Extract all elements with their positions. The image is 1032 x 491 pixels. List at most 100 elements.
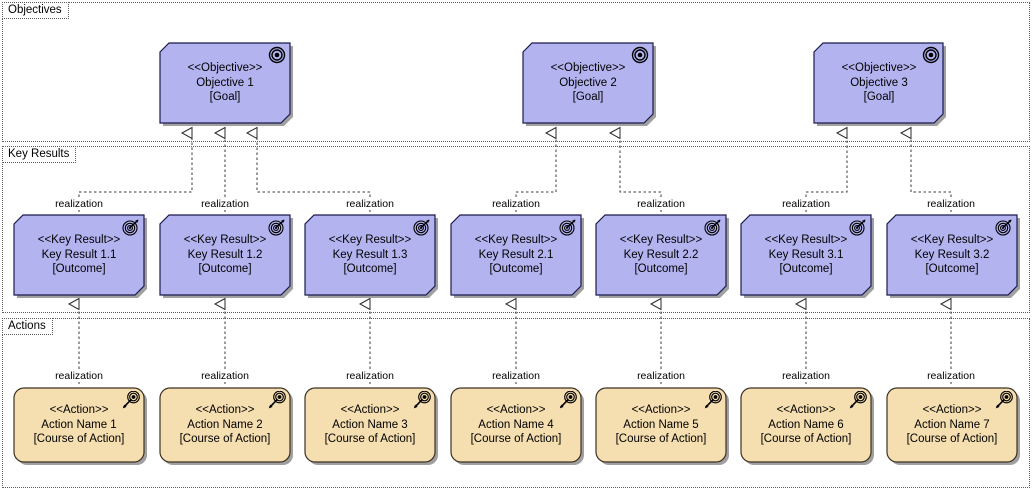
outcome-target-arrow-icon: [559, 218, 577, 236]
objective-stereotype: <<Objective>>: [841, 62, 917, 75]
objective-node-2[interactable]: <<Objective>> Objective 2 [Goal]: [523, 43, 653, 123]
key-result-type-label: [Outcome]: [343, 263, 397, 276]
edge-label-kr-2: realization: [199, 198, 251, 210]
target-icon: [268, 46, 286, 64]
course-of-action-icon: [268, 390, 286, 409]
key-result-stereotype: <<Key Result>>: [37, 234, 121, 247]
action-node-1[interactable]: <<Action>> Action Name 1 [Course of Acti…: [14, 388, 144, 462]
key-result-stereotype: <<Key Result>>: [183, 234, 267, 247]
action-node-5[interactable]: <<Action>> Action Name 5 [Course of Acti…: [596, 388, 726, 462]
action-node-4[interactable]: <<Action>> Action Name 4 [Course of Acti…: [451, 388, 581, 462]
action-node-7[interactable]: <<Action>> Action Name 7 [Course of Acti…: [887, 388, 1017, 462]
action-node-2[interactable]: <<Action>> Action Name 2 [Course of Acti…: [160, 388, 290, 462]
action-node-3[interactable]: <<Action>> Action Name 3 [Course of Acti…: [305, 388, 435, 462]
outcome-target-arrow-icon: [995, 218, 1013, 236]
key-result-node-3[interactable]: <<Key Result>> Key Result 1.3 [Outcome]: [305, 215, 435, 295]
group-label-objectives: Objectives: [2, 2, 69, 19]
edge-label-kr-3: realization: [344, 198, 396, 210]
edge-label-action-2: realization: [199, 370, 251, 382]
action-stereotype: <<Action>>: [631, 404, 691, 417]
objective-stereotype: <<Objective>>: [550, 62, 626, 75]
action-stereotype: <<Action>>: [340, 404, 400, 417]
key-result-type-label: [Outcome]: [925, 263, 979, 276]
key-result-stereotype: <<Key Result>>: [910, 234, 994, 247]
objective-stereotype: <<Objective>>: [187, 62, 263, 75]
course-of-action-icon: [704, 390, 722, 409]
action-name: Action Name 5: [623, 418, 699, 431]
key-result-type-label: [Outcome]: [489, 263, 543, 276]
key-result-name: Key Result 1.2: [187, 248, 263, 261]
course-of-action-icon: [559, 390, 577, 409]
objective-name: Objective 3: [850, 76, 908, 89]
key-result-node-4[interactable]: <<Key Result>> Key Result 2.1 [Outcome]: [451, 215, 581, 295]
key-result-type-label: [Outcome]: [198, 263, 252, 276]
action-type-label: [Course of Action]: [760, 433, 852, 446]
key-result-node-5[interactable]: <<Key Result>> Key Result 2.2 [Outcome]: [596, 215, 726, 295]
key-result-node-6[interactable]: <<Key Result>> Key Result 3.1 [Outcome]: [741, 215, 871, 295]
action-stereotype: <<Action>>: [922, 404, 982, 417]
key-result-name: Key Result 2.1: [478, 248, 554, 261]
outcome-target-arrow-icon: [704, 218, 722, 236]
target-icon: [922, 46, 940, 64]
edge-label-action-4: realization: [490, 370, 542, 382]
key-result-stereotype: <<Key Result>>: [474, 234, 558, 247]
edge-label-action-6: realization: [780, 370, 832, 382]
action-name: Action Name 2: [187, 418, 263, 431]
action-name: Action Name 6: [768, 418, 844, 431]
edge-label-kr-7: realization: [925, 198, 977, 210]
outcome-target-arrow-icon: [849, 218, 867, 236]
course-of-action-icon: [849, 390, 867, 409]
key-result-stereotype: <<Key Result>>: [764, 234, 848, 247]
key-result-stereotype: <<Key Result>>: [328, 234, 412, 247]
objective-node-3[interactable]: <<Objective>> Objective 3 [Goal]: [814, 43, 944, 123]
objective-type-label: [Goal]: [209, 91, 241, 104]
action-type-label: [Course of Action]: [179, 433, 271, 446]
key-result-type-label: [Outcome]: [634, 263, 688, 276]
edge-label-kr-4: realization: [490, 198, 542, 210]
key-result-name: Key Result 1.3: [332, 248, 408, 261]
action-name: Action Name 7: [914, 418, 990, 431]
action-type-label: [Course of Action]: [33, 433, 125, 446]
edge-label-action-7: realization: [925, 370, 977, 382]
action-name: Action Name 1: [41, 418, 117, 431]
key-result-name: Key Result 3.1: [768, 248, 844, 261]
key-result-name: Key Result 1.1: [41, 248, 117, 261]
action-type-label: [Course of Action]: [470, 433, 562, 446]
edge-label-kr-6: realization: [780, 198, 832, 210]
objective-type-label: [Goal]: [863, 91, 895, 104]
key-result-node-2[interactable]: <<Key Result>> Key Result 1.2 [Outcome]: [160, 215, 290, 295]
objective-node-1[interactable]: <<Objective>> Objective 1 [Goal]: [160, 43, 290, 123]
edge-label-kr-1: realization: [53, 198, 105, 210]
action-stereotype: <<Action>>: [49, 404, 109, 417]
key-result-type-label: [Outcome]: [779, 263, 833, 276]
edge-label-kr-5: realization: [635, 198, 687, 210]
action-stereotype: <<Action>>: [776, 404, 836, 417]
action-node-6[interactable]: <<Action>> Action Name 6 [Course of Acti…: [741, 388, 871, 462]
action-type-label: [Course of Action]: [906, 433, 998, 446]
group-label-key-results: Key Results: [2, 146, 77, 163]
edge-label-action-1: realization: [53, 370, 105, 382]
course-of-action-icon: [122, 390, 140, 409]
objective-type-label: [Goal]: [572, 91, 604, 104]
action-name: Action Name 3: [332, 418, 408, 431]
key-result-node-7[interactable]: <<Key Result>> Key Result 3.2 [Outcome]: [887, 215, 1017, 295]
key-result-stereotype: <<Key Result>>: [619, 234, 703, 247]
outcome-target-arrow-icon: [413, 218, 431, 236]
objective-name: Objective 1: [196, 76, 254, 89]
course-of-action-icon: [995, 390, 1013, 409]
key-result-name: Key Result 2.2: [623, 248, 699, 261]
objective-name: Objective 2: [559, 76, 617, 89]
action-type-label: [Course of Action]: [324, 433, 416, 446]
action-name: Action Name 4: [478, 418, 554, 431]
action-stereotype: <<Action>>: [195, 404, 255, 417]
edge-label-action-5: realization: [635, 370, 687, 382]
outcome-target-arrow-icon: [122, 218, 140, 236]
action-type-label: [Course of Action]: [615, 433, 707, 446]
key-result-type-label: [Outcome]: [52, 263, 106, 276]
course-of-action-icon: [413, 390, 431, 409]
key-result-node-1[interactable]: <<Key Result>> Key Result 1.1 [Outcome]: [14, 215, 144, 295]
action-stereotype: <<Action>>: [486, 404, 546, 417]
outcome-target-arrow-icon: [268, 218, 286, 236]
group-label-actions: Actions: [2, 318, 53, 335]
